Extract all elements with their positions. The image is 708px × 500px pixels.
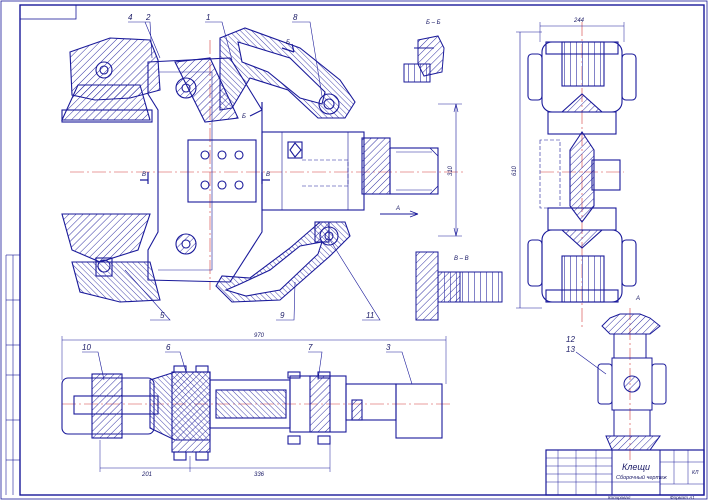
section-bb [403,35,445,83]
title-block-title: Клещи [622,462,650,472]
section-mark-v-left: В [142,172,146,178]
view-a [575,308,667,462]
section-vv-title: В – В [454,256,469,262]
callout-5: 5 [160,311,165,320]
bottom-dim-total: 970 [254,333,265,339]
view-a-title: А [635,296,640,302]
top-view [61,21,465,321]
bottom-dim-right: 336 [254,472,265,478]
callout-12: 12 [566,335,575,344]
callout-6: 6 [166,343,171,352]
side-dim-width: 244 [573,18,585,24]
callout-13: 13 [566,345,575,354]
callout-7: 7 [308,343,313,352]
title-block-subtitle: Сборочный чертеж [616,474,667,481]
callout-4: 4 [128,13,133,22]
bottom-view [61,336,452,472]
bottom-view-labels: 10 6 7 3 970 201 336 [82,333,391,478]
section-mark-b-right: Б [286,40,290,46]
side-dim-height: 610 [512,165,518,176]
section-vv [415,251,503,321]
section-mark-b-left: Б [242,114,246,120]
title-block-format: Формат A1 [670,495,695,500]
callout-9: 9 [280,311,285,320]
callout-11: 11 [366,311,374,320]
side-view [516,22,637,330]
callout-10: 10 [82,343,91,352]
callout-3: 3 [386,343,391,352]
title-block-copied: Копировал [608,495,631,500]
callout-8: 8 [293,13,298,22]
section-mark-v-right: В [266,172,270,178]
top-view-labels: 4 2 1 8 5 9 11 Б Б В В А 310 [128,13,454,320]
view-arrow-label: А [395,206,400,212]
title-block-code: КЛ [692,470,699,476]
callout-1: 1 [206,13,210,22]
bolt-grid [200,150,244,190]
dim-vertical-310: 310 [448,165,454,176]
callout-2: 2 [145,13,151,22]
section-bb-title: Б – Б [426,20,441,26]
title-block [545,449,705,496]
bottom-dim-left: 201 [141,472,152,478]
